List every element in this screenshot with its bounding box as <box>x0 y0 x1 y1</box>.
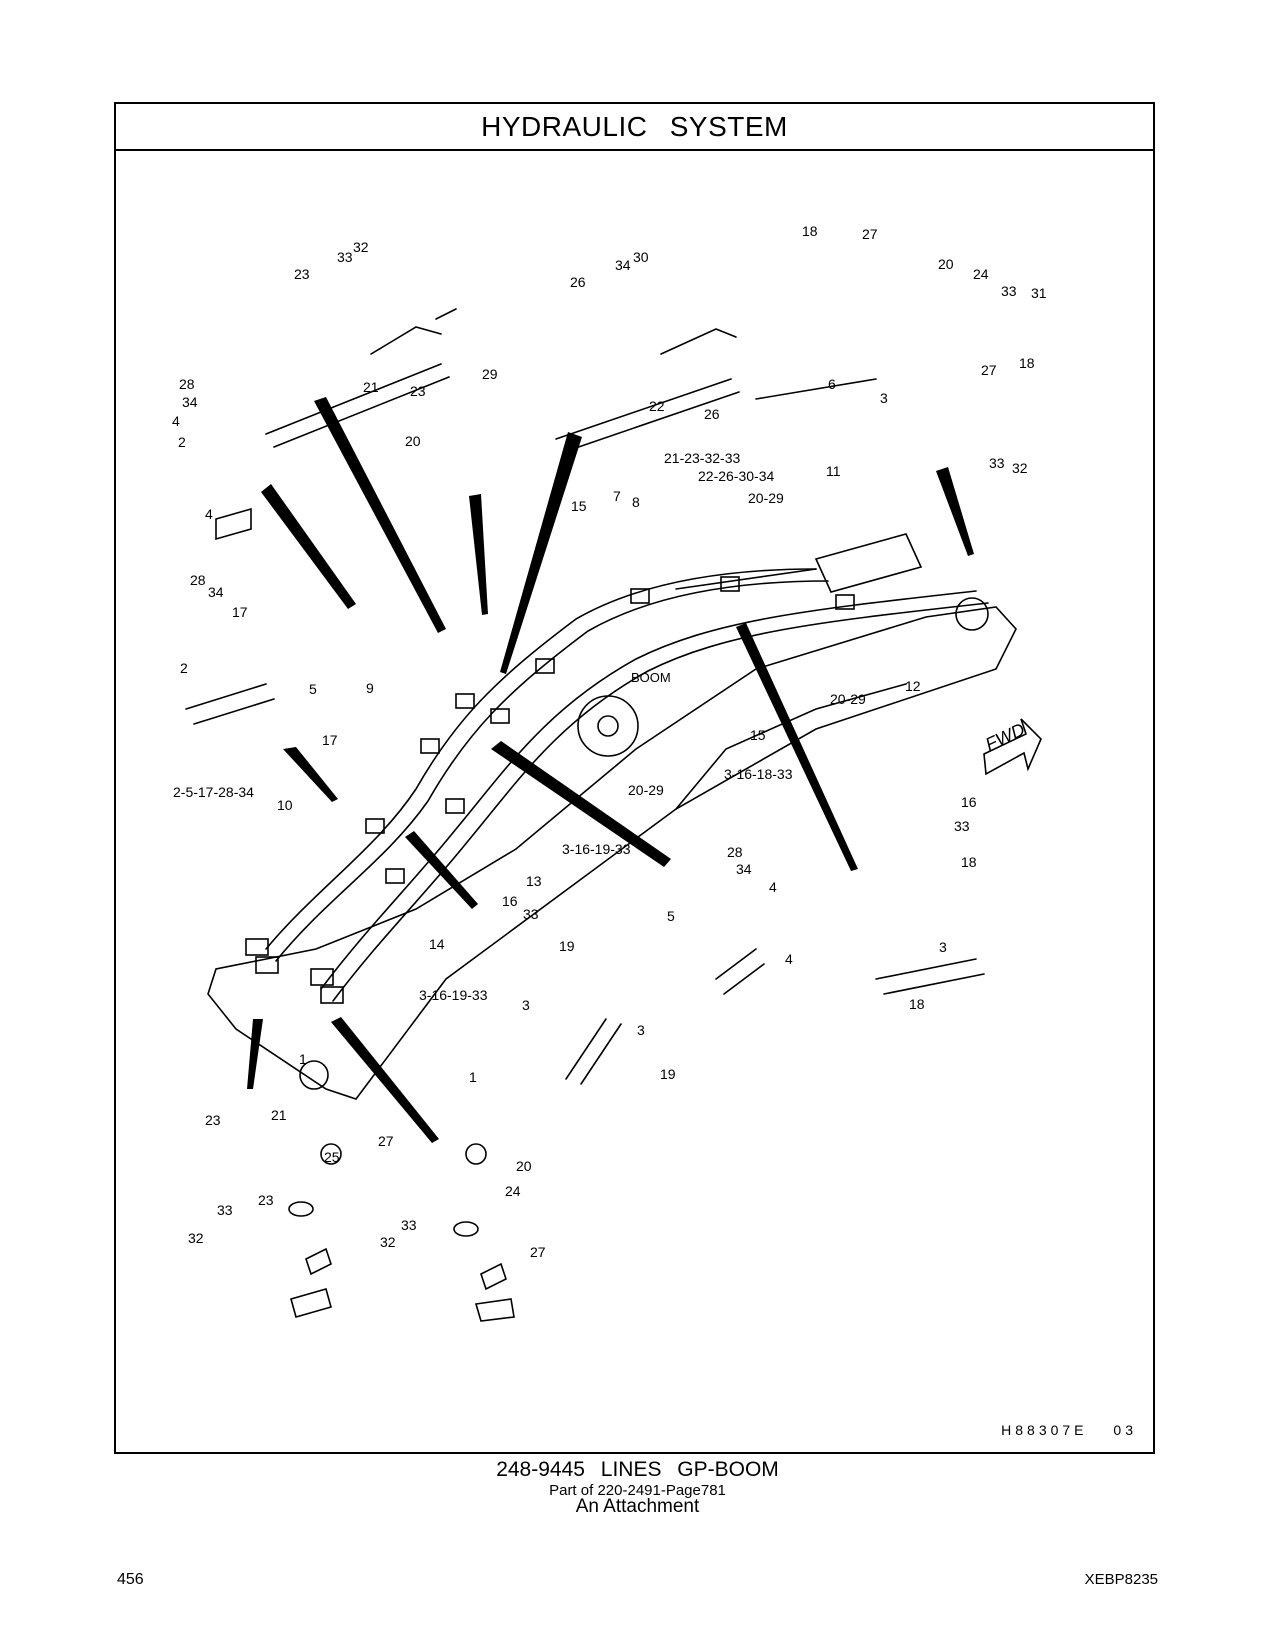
callout-27c: 27 <box>378 1133 394 1149</box>
callout-16: 16 <box>502 893 518 909</box>
diagram-frame: HYDRAULIC SYSTEM <box>114 102 1155 1454</box>
caption-title: 248-9445 LINES GP-BOOM <box>496 1458 779 1481</box>
callout-20-29b: 20-29 <box>830 691 866 707</box>
callout-10: 10 <box>277 797 293 813</box>
callout-31: 31 <box>1031 285 1047 301</box>
callout-20-29c: 20-29 <box>628 782 664 798</box>
callout-18: 18 <box>802 223 818 239</box>
callout-8: 8 <box>632 494 640 510</box>
figure-revision: 03 <box>1113 1422 1137 1438</box>
callout-18c: 18 <box>961 854 977 870</box>
callout-21: 21 <box>363 379 379 395</box>
callout-32c: 32 <box>188 1230 204 1246</box>
caption-attachment: An Attachment <box>575 1496 700 1517</box>
callout-22-26-30-34: 22-26-30-34 <box>698 468 774 484</box>
callout-18b: 18 <box>1019 355 1035 371</box>
callout-32: 32 <box>353 239 369 255</box>
callout-3-16-19-33: 3-16-19-33 <box>562 841 631 857</box>
callout-3: 3 <box>880 390 888 406</box>
callout-19: 19 <box>559 938 575 954</box>
callout-3-16-18-33: 3-16-18-33 <box>724 766 793 782</box>
callout-23d: 23 <box>258 1192 274 1208</box>
callout-33e: 33 <box>954 818 970 834</box>
figure-reference: H88307E 03 <box>983 1422 1137 1438</box>
parts-illustration: 32 33 23 21 23 34 30 26 22 26 29 20 18 2… <box>172 223 1047 1322</box>
callout-26: 26 <box>570 274 586 290</box>
callout-4c: 4 <box>769 879 777 895</box>
callout-2b: 2 <box>180 660 188 676</box>
callout-1: 1 <box>299 1051 307 1067</box>
callout-18d: 18 <box>909 996 925 1012</box>
document-id: XEBP8235 <box>1084 1571 1158 1588</box>
callout-1b: 1 <box>469 1069 477 1085</box>
callout-34b: 34 <box>182 394 198 410</box>
callout-2: 2 <box>178 434 186 450</box>
callout-33: 33 <box>337 249 353 265</box>
callout-28c: 28 <box>727 844 743 860</box>
callout-29: 29 <box>482 366 498 382</box>
callout-2-5-17-28-34: 2-5-17-28-34 <box>173 784 254 800</box>
callout-13: 13 <box>526 873 542 889</box>
callout-33b: 33 <box>1001 283 1017 299</box>
callout-34d: 34 <box>736 861 752 877</box>
callout-7: 7 <box>613 488 621 504</box>
callout-33d: 33 <box>523 906 539 922</box>
callout-25: 25 <box>324 1149 340 1165</box>
callout-24: 24 <box>973 266 989 282</box>
callout-21b: 21 <box>271 1107 287 1123</box>
callout-28b: 28 <box>190 572 206 588</box>
callout-14: 14 <box>429 936 445 952</box>
callout-4: 4 <box>172 413 180 429</box>
callout-15: 15 <box>571 498 587 514</box>
callout-3b: 3 <box>522 997 530 1013</box>
callout-5b: 5 <box>667 908 675 924</box>
callout-21-23-32-33: 21-23-32-33 <box>664 450 740 466</box>
page-number: 456 <box>117 1571 144 1588</box>
callout-32d: 32 <box>380 1234 396 1250</box>
callout-23c: 23 <box>205 1112 221 1128</box>
callout-22: 22 <box>649 398 665 414</box>
callout-12: 12 <box>905 678 921 694</box>
callout-34: 34 <box>615 257 631 273</box>
callout-3c: 3 <box>637 1022 645 1038</box>
callout-15b: 15 <box>750 727 766 743</box>
callout-32b: 32 <box>1012 460 1028 476</box>
callout-16b: 16 <box>961 794 977 810</box>
callout-11: 11 <box>826 463 841 479</box>
callout-3-16-19-33b: 3-16-19-33 <box>419 987 488 1003</box>
callout-27b: 27 <box>981 362 997 378</box>
callout-27d: 27 <box>530 1244 546 1260</box>
callout-20-29: 20-29 <box>748 490 784 506</box>
callout-24b: 24 <box>505 1183 521 1199</box>
callout-33c: 33 <box>989 455 1005 471</box>
callout-4b: 4 <box>205 506 213 522</box>
callout-20: 20 <box>405 433 421 449</box>
callout-27: 27 <box>862 226 878 242</box>
caption-part-of: Part of 220-2491-Page781 <box>549 1482 726 1499</box>
callout-28: 28 <box>179 376 195 392</box>
callout-33g: 33 <box>401 1217 417 1233</box>
callout-19b: 19 <box>660 1066 676 1082</box>
callout-26b: 26 <box>704 406 720 422</box>
callout-6: 6 <box>828 376 836 392</box>
callout-5: 5 <box>309 681 317 697</box>
callout-3d: 3 <box>939 939 947 955</box>
boom-label: BOOM <box>631 670 671 685</box>
callout-9: 9 <box>366 680 374 696</box>
fwd-label: FWD <box>982 719 1028 754</box>
callout-34c: 34 <box>208 584 224 600</box>
section-title: HYDRAULIC SYSTEM <box>116 104 1153 151</box>
callout-23b: 23 <box>410 383 426 399</box>
callout-17: 17 <box>232 604 248 620</box>
callout-20c: 20 <box>516 1158 532 1174</box>
callout-20b: 20 <box>938 256 954 272</box>
callout-23: 23 <box>294 266 310 282</box>
callout-17b: 17 <box>322 732 338 748</box>
callout-33f: 33 <box>217 1202 233 1218</box>
callout-30: 30 <box>633 249 649 265</box>
callout-4d: 4 <box>785 951 793 967</box>
figure-id: H88307E <box>1001 1422 1088 1438</box>
